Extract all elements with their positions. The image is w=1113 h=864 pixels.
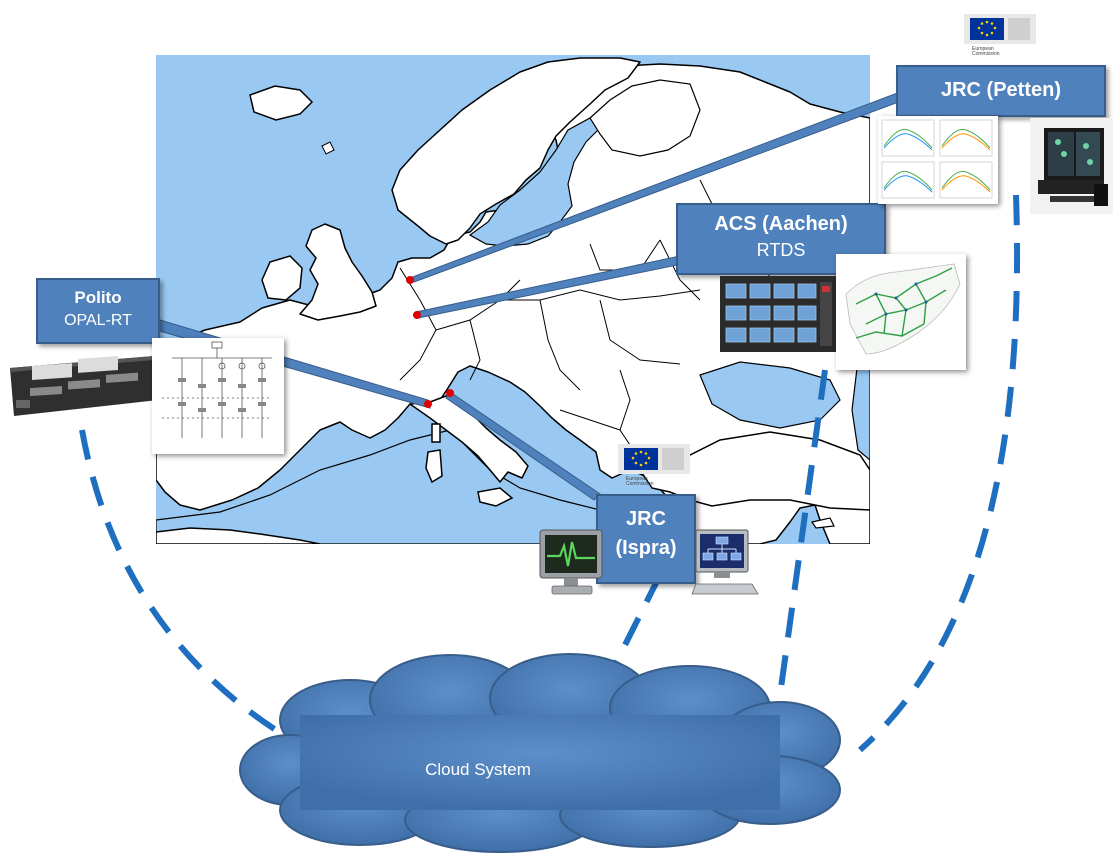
petten-name: JRC (Petten) (940, 79, 1061, 101)
ispra-name-line1: JRC (625, 508, 666, 530)
polito-circuit-thumbnail (152, 338, 284, 454)
eu-logo-ispra-text: European Commission (626, 476, 654, 487)
polito-cloud-link (79, 429, 302, 748)
marker-ispra (446, 389, 454, 397)
polito-name: Polito (74, 288, 122, 307)
network-computer-icon (690, 528, 760, 598)
site-connections (155, 91, 905, 501)
corsica (431, 423, 441, 443)
faroe-islands (321, 141, 335, 155)
black-sea (699, 361, 841, 429)
ispra-label-box: JRC (Ispra) (596, 494, 696, 584)
aachen-name: ACS (Aachen) (714, 213, 848, 235)
rtds-rack-image (720, 276, 836, 352)
sardinia (425, 449, 443, 484)
monitor-waveform-icon (538, 528, 606, 598)
great-britain (299, 223, 377, 321)
baltic-sea (468, 113, 612, 247)
ireland (261, 255, 303, 301)
scandinavia (391, 57, 641, 245)
eu-logo-petten: European Commission (964, 14, 1036, 66)
opal-rt-device-image (4, 350, 160, 420)
cyprus (811, 517, 835, 529)
sicily (477, 487, 514, 507)
ispra-name-line2: (Ispra) (615, 537, 677, 559)
polito-label-box: Polito OPAL-RT (36, 278, 160, 344)
ispra-connection (445, 391, 601, 501)
marker-aachen (413, 311, 421, 319)
north-africa (156, 527, 321, 544)
petten-results-thumbnail (878, 116, 998, 204)
cloud-links (79, 194, 1021, 753)
cloud-system-label: Cloud System (425, 760, 531, 779)
petten-cloud-link (858, 194, 1021, 753)
petten-workstation-image (1030, 118, 1113, 214)
eu-logo-petten-text: European Commission (972, 46, 1000, 57)
aachen-cloud-link (777, 369, 828, 696)
petten-label-box: JRC (Petten) (896, 65, 1106, 117)
aachen-system: RTDS (756, 240, 806, 260)
eu-logo-ispra: European Commission (618, 444, 690, 496)
site-markers (406, 276, 454, 408)
marker-petten (406, 276, 414, 284)
aachen-grid-thumbnail (836, 254, 966, 370)
polito-system: OPAL-RT (64, 312, 132, 329)
marker-polito (424, 400, 432, 408)
cloud-system (239, 653, 841, 853)
iceland (249, 85, 314, 121)
finland (589, 79, 701, 157)
